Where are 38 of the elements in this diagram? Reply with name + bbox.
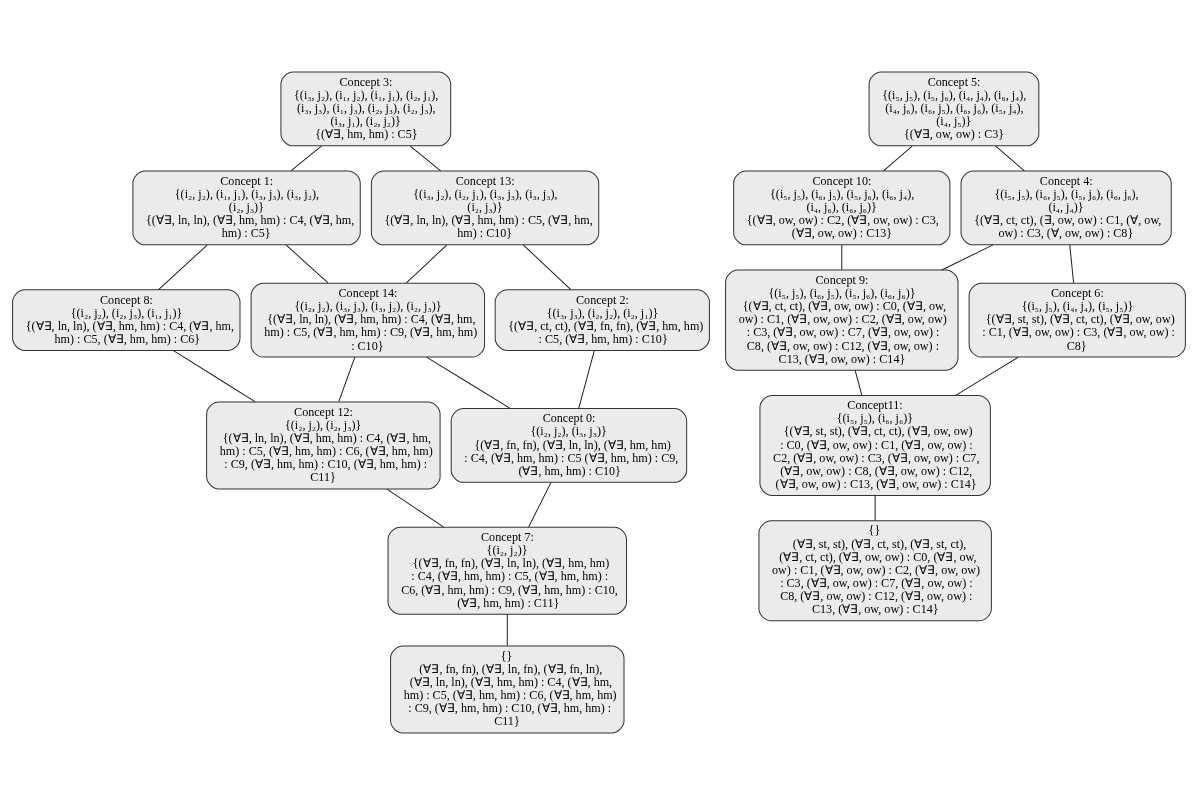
connector — [426, 356, 511, 409]
node-box: Concept 9: {(i₅, j₅), (i₆, j₅), (i₅, j₆), (i₆, j₆)} {(∀∃, ct, ct), (∀∃, ow, ow) : C0, (∀∃, ow, ow) : C1, (∀∃, ow, ow) : C2, (∀∃, ow, ow) : C3, (∀∃, ow, ow) : C7, (∀∃, ow, ow) : C8, (∀∃, ow, ow) : C12, (∀∃, ow, ow) : C13, (∀∃, ow, ow) : C14} — [725, 269, 959, 371]
connector — [995, 145, 1025, 171]
node-box: Concept 7: {(i₂, j₂)} {(∀∃, fn, fn), (∀∃, ln, ln), (∀∃, hm, hm) : C4, (∀∃, hm, hm) : C5, (∀∃, hm, hm) : C6, (∀∃, hm, hm) : C9, (∀∃, hm, hm) : C10, (∀∃, hm, hm) : C11} — [387, 526, 628, 615]
connector — [874, 494, 876, 521]
node-box: Concept 8: {(i₂, j₂), (i₂, j₃), (i₁, j₁)} {(∀∃, ln, ln), (∀∃, hm, hm) : C4, (∀∃, hm, hm) : C5, (∀∃, hm, hm) : C6} — [12, 288, 241, 351]
connector — [290, 145, 322, 171]
node-box: Concept 10: {(i₅, j₅), (i₆, j₅), (i₅, j₆), (i₆, j₄), (i₄, j₆), (i₆, j₆)} {(∀∃, ow, ow) : C2, (∀∃, ow, ow) : C3, (∀∃, ow, ow) : C13} — [733, 170, 951, 245]
connector — [506, 613, 508, 646]
connector — [405, 244, 448, 283]
connector — [409, 145, 442, 171]
node-box: Concept 6: {(i₅, j₅), (i₄, j₄), (i₅, j₅)} {(∀∃, st, st), (∀∃, ct, ct), (∀∃, ow, ow) : C1, (∀∃, ow, ow) : C3, (∀∃, ow, ow) : C8} — [968, 282, 1186, 358]
node-box: Concept 0: {(i₂, j₂), (i₃, j₃)} {(∀∃, fn, fn), (∀∃, ln, ln), (∀∃, hm, hm) : C4, (∀∃, hm, hm) : C5 (∀∃, hm, hm) : C9, (∀∃, hm, hm) : C10} — [450, 407, 688, 483]
connector — [158, 244, 208, 290]
connector — [883, 145, 913, 171]
node-box: {} (∀∃, st, st), (∀∃, ct, st), (∀∃, st, ct), (∀∃, ct, ct), (∀∃, ow, ow) : C0, (∀∃, ow, ow) : C1, (∀∃, ow, ow) : C2, (∀∃, ow, ow) : C3, (∀∃, ow, ow) : C7, (∀∃, ow, ow) : C8, (∀∃, ow, ow) : C12, (∀∃, ow, ow) : C13, (∀∃, ow, ow) : C14} — [758, 519, 992, 621]
node-box: Concept 1: {(i₂, j₂), (i₁, j₁), (i₃, j₃), (i₃, j₂), (i₂, j₃)} {(∀∃, ln, ln), (∀∃, hm, hm) : C4, (∀∃, hm, hm) : C5} — [132, 170, 361, 245]
node-box: Concept 2: {(i₃, j₃), (i₂, j₂), (i₂, j₁)} {(∀∃, ct, ct), (∀∃, fn, fn), (∀∃, hm, hm) : C5, (∀∃, hm, hm) : C10} — [494, 288, 710, 351]
node-box: Concept 13: {(i₃, j₂), (i₂, j₁), (i₃, j₃), (i₃, j₃), (i₂, j₃)} {(∀∃, ln, ln), (∀∃, hm, hm) : C5, (∀∃, hm, hm) : C10} — [370, 170, 600, 245]
node-box: Concept 5: {(i₅, j₅), (i₅, j₆), (i₄, j₄), (i₆, j₄), (i₄, j₆), (i₆, j₅), (i₆, j₆), (i₅, j₄), (i₄, j₅)} {(∀∃, ow, ow) : C3} — [868, 71, 1040, 146]
node-box: {} (∀∃, fn, fn), (∀∃, ln, fn), (∀∃, fn, ln), (∀∃, ln, ln), (∀∃, hm, hm) : C4, (∀∃, hm, hm) : C5, (∀∃, hm, hm) : C6, (∀∃, hm, hm) : C9, (∀∃, hm, hm) : C10, (∀∃, hm, hm) : C11} — [390, 645, 625, 733]
connector — [528, 481, 552, 527]
connector — [955, 356, 1019, 396]
node-box: Concept 12: {(i₂, j₂), (i₂, j₃)} {(∀∃, ln, ln), (∀∃, hm, hm) : C4, (∀∃, hm, hm) : C5, (∀∃, hm, hm) : C6, (∀∃, hm, hm) : C9, (∀∃, hm, hm) : C10, (∀∃, hm, hm) : C11} — [206, 401, 441, 489]
connector — [941, 243, 994, 271]
node-box: Concept 4: {(i₅, j₅), (i₆, j₅), (i₅, j₆), (i₆, j₆), (i₄, j₄)} {(∀∃, ct, ct), (∃, ow, ow) : C1, (∀, ow, ow) : C3, (∀, ow, ow) : C8} — [960, 170, 1172, 245]
connector — [854, 369, 863, 396]
connector — [1069, 244, 1075, 283]
connector — [386, 488, 445, 528]
connector — [841, 244, 843, 270]
connector — [522, 244, 572, 290]
connector — [338, 356, 356, 402]
connector — [285, 244, 329, 283]
node-box: Concept 14: {(i₂, j₂), (i₃, j₃), (i₃, j₂), (i₂, j₃)} {(∀∃, ln, ln), (∀∃, hm, hm) : C4, (∀∃, hm, hm) : C5, (∀∃, hm, hm) : C9, (∀∃, hm, hm) : C10} — [250, 282, 486, 358]
node-box: Concept11: {(i₅, j₅), (i₆, j₆)} {(∀∃, st, st), (∀∃, ct, ct), (∀∃, ow, ow) : C0, (∀∃, ow, ow) : C1, (∀∃, ow, ow) : C2, (∀∃, ow, ow) : C3, (∀∃, ow, ow) : C7, (∀∃, ow, ow) : C8, (∀∃, ow, ow) : C12, (∀∃, ow, ow) : C13, (∀∃, ow, ow) : C14} — [759, 394, 991, 496]
connector — [578, 349, 595, 409]
node-box: Concept 3: {(i₃, j₂), (i₁, j₂), (i₁, j₁), (i₂, j₁), (i₃, j₃), (i₁, j₃), (i₂, j₃), (i₂, j₃), (i₃, j₁), (i₂, j₂)} {(∀∃, hm, hm) : C5} — [280, 71, 452, 146]
connector — [173, 349, 256, 402]
